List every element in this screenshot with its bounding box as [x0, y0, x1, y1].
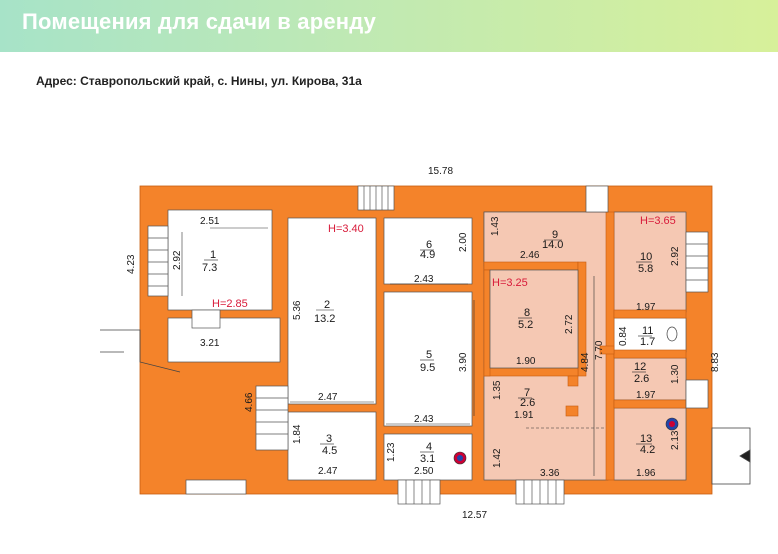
room-area: 13.2 — [314, 313, 335, 325]
dim-bottom-overall: 12.57 — [462, 510, 487, 521]
dim-label: 2.50 — [414, 466, 434, 477]
dim-label: 1.42 — [492, 448, 503, 468]
dim-top-overall: 15.78 — [428, 166, 453, 177]
dim-label: 7.70 — [594, 340, 605, 360]
dim-label: 4.84 — [580, 352, 591, 372]
dim-label: 3.36 — [540, 468, 560, 479]
dim-label: 2.92 — [670, 246, 681, 266]
dim-label: 1.90 — [516, 356, 536, 367]
dim-label: 5.36 — [292, 300, 303, 320]
dim-label: 2.43 — [414, 274, 434, 285]
dim-label: 1.91 — [514, 410, 534, 421]
room-number: 10 — [640, 251, 652, 263]
dim-label: 1.84 — [292, 424, 303, 444]
room-dimensions: 2.51 2.92 3.21 5.36 2.47 1.84 2.47 2.00 … — [172, 216, 681, 479]
dim-label: 1.43 — [490, 216, 501, 236]
dim-right-overall: 8.83 — [710, 352, 721, 372]
room-number: 7 — [524, 387, 530, 399]
room-number: 11 — [642, 325, 653, 337]
room-number: 3 — [326, 433, 332, 445]
dim-label: 2.47 — [318, 392, 338, 403]
room-number: 2 — [324, 299, 330, 311]
height-label: H=2.85 — [212, 298, 248, 310]
room-area: 14.0 — [542, 239, 563, 251]
dim-label: 0.84 — [618, 326, 629, 346]
height-label: H=3.40 — [328, 223, 364, 235]
dim-label: 2.43 — [414, 414, 434, 425]
room-6 — [383, 217, 473, 285]
room-3 — [287, 411, 377, 481]
dim-label: 1.97 — [636, 302, 656, 313]
room-area: 4.2 — [640, 444, 655, 456]
room-number: 9 — [552, 229, 558, 241]
room-area: 5.2 — [518, 319, 533, 331]
windows — [147, 185, 709, 505]
address-line: Адрес: Ставропольский край, с. Нины, ул.… — [36, 74, 362, 88]
dim-label: 3.90 — [458, 352, 469, 372]
room-labels: 1 7.3 2 13.2 3 4.5 4 3.1 5 9.5 6 4.9 7 2… — [202, 229, 655, 465]
room-area: 9.5 — [420, 362, 435, 374]
room-area: 4.5 — [322, 445, 337, 457]
dim-left-lower: 4.66 — [244, 392, 255, 412]
dim-label: 1.97 — [636, 390, 656, 401]
height-label: H=3.65 — [640, 215, 676, 227]
height-label: H=3.25 — [492, 277, 528, 289]
dim-label: 2.13 — [670, 430, 681, 450]
dim-label: 1.30 — [670, 364, 681, 384]
room-area: 2.6 — [520, 397, 535, 409]
label-underlines — [204, 239, 652, 453]
room-5 — [383, 291, 473, 427]
interior — [167, 209, 473, 481]
room-area: 3.1 — [420, 453, 435, 465]
dim-label: 2.72 — [564, 314, 575, 334]
dim-left-upper: 4.23 — [126, 254, 137, 274]
dim-label: 2.46 — [520, 250, 540, 261]
room-area: 5.8 — [638, 263, 653, 275]
room-number: 8 — [524, 307, 530, 319]
inner-walls — [483, 211, 687, 481]
entrances — [100, 329, 751, 485]
dim-label: 2.00 — [458, 232, 469, 252]
room-number: 1 — [210, 249, 216, 261]
room-area: 7.3 — [202, 262, 217, 274]
room-2 — [287, 217, 377, 405]
room-area: 2.6 — [634, 373, 649, 385]
room-number: 13 — [640, 433, 652, 445]
dim-label: 2.47 — [318, 466, 338, 477]
room-number: 12 — [634, 361, 646, 373]
fixtures — [453, 326, 679, 465]
dim-label: 2.51 — [200, 216, 220, 227]
dim-label: 1.23 — [386, 442, 397, 462]
room-area: 1.7 — [640, 336, 655, 348]
room-number: 6 — [426, 239, 432, 251]
room-number: 5 — [426, 349, 432, 361]
dim-label: 1.96 — [636, 468, 656, 479]
room-number: 4 — [426, 441, 432, 453]
room-12 — [613, 357, 687, 401]
dim-label: 2.92 — [172, 250, 183, 270]
room-8 — [489, 269, 579, 369]
dim-label: 3.21 — [200, 338, 220, 349]
dim-label: 1.35 — [492, 380, 503, 400]
header-banner: Помещения для сдачи в аренду — [0, 0, 778, 52]
room-1 — [167, 209, 273, 311]
dimension-lines — [181, 227, 606, 476]
corridor — [167, 317, 281, 363]
room-area: 4.9 — [420, 249, 435, 261]
page-title: Помещения для сдачи в аренду — [22, 9, 377, 34]
